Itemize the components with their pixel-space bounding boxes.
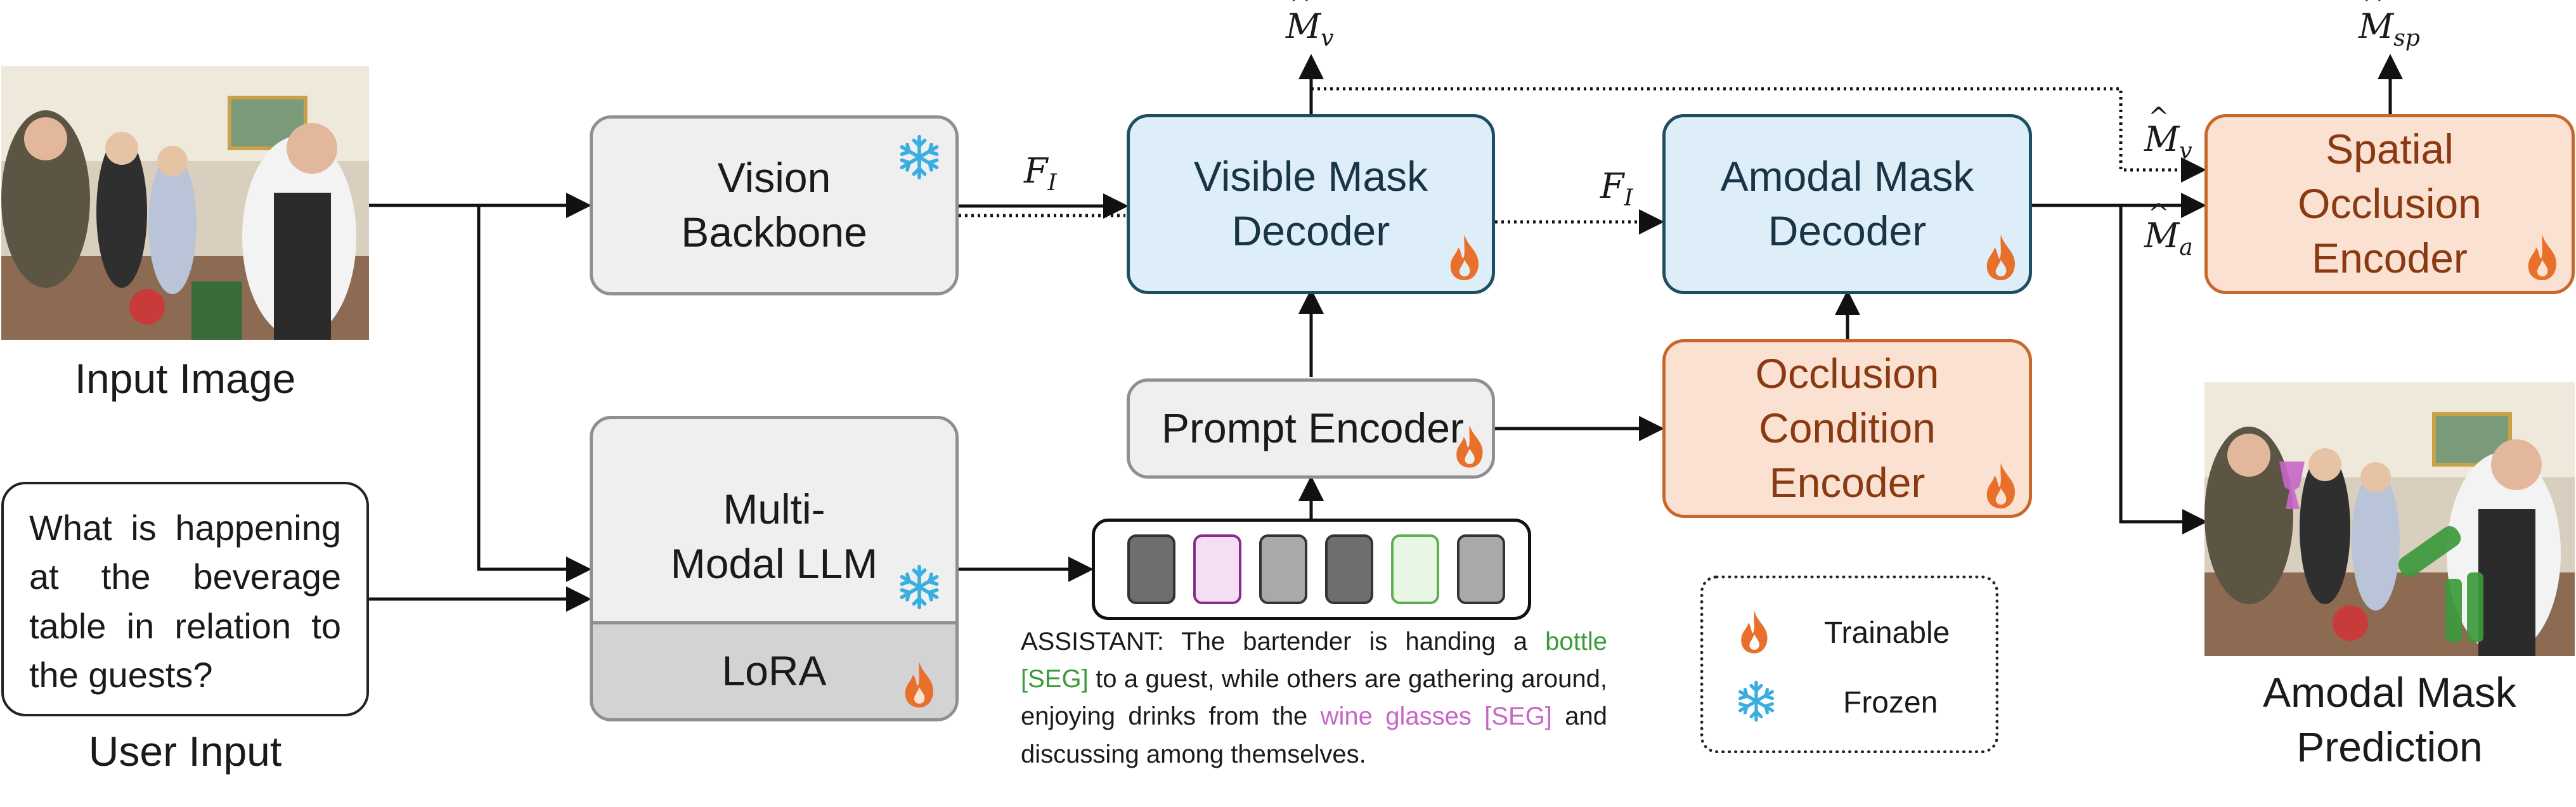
multimodal-llm-label: Multi-Modal LLM: [670, 486, 878, 587]
assistant-middle: to a guest, while others are gathering a…: [1021, 665, 1607, 731]
token-square: [1259, 534, 1307, 604]
user-question-box: What is happening at the beverage table …: [1, 482, 369, 716]
amodal-mask-decoder-label: Amodal Mask Decoder: [1720, 153, 1974, 254]
amodal-prediction-label: Amodal Mask Prediction: [2263, 669, 2516, 770]
input-image-label: Input Image: [74, 355, 296, 402]
label-msp-top: ^Msp: [2359, 0, 2420, 51]
assistant-seg-token-1: [SEG]: [1021, 665, 1089, 694]
flame-icon: [1986, 463, 2015, 508]
amodal-prediction-image: [2204, 382, 2575, 656]
assistant-object-bottle: bottle: [1545, 628, 1607, 655]
flame-icon: [1450, 235, 1479, 280]
prompt-encoder-box: Prompt Encoder: [1127, 378, 1495, 479]
occlusion-condition-encoder-label: Occlusion Condition Encoder: [1755, 350, 1939, 506]
assistant-object-wine-glasses: wine glasses: [1320, 702, 1472, 731]
vision-backbone-label: Vision Backbone: [681, 154, 867, 255]
assistant-seg-token-2: [SEG]: [1484, 702, 1552, 731]
snowflake-icon: [900, 134, 939, 180]
bottle-mask: [2445, 579, 2462, 642]
snowflake-icon: [900, 564, 939, 610]
token-square: [1127, 534, 1175, 604]
input-image: [1, 66, 369, 340]
flame-icon: [1456, 425, 1483, 468]
legend-trainable-label: Trainable: [1824, 616, 1950, 650]
token-square: [1391, 534, 1439, 604]
lora-box: LoRA: [593, 621, 955, 718]
visible-mask-decoder-box: Visible Mask Decoder: [1127, 114, 1495, 294]
snowflake-icon: [1738, 680, 1774, 722]
spatial-occlusion-encoder-box: Spatial Occlusion Encoder: [2204, 114, 2575, 294]
bottle-mask: [2398, 526, 2461, 577]
legend-frozen-label: Frozen: [1843, 686, 1938, 720]
amodal-mask-decoder-box: Amodal Mask Decoder: [1662, 114, 2032, 294]
wine-glass-mask: [2279, 462, 2305, 509]
label-mv-spatial: ^Mv: [2144, 103, 2192, 164]
vision-backbone-box: Vision Backbone: [590, 115, 959, 295]
token-square: [1457, 534, 1505, 604]
lora-label: LoRA: [722, 647, 827, 695]
flame-icon: [1986, 235, 2015, 280]
assistant-suffix: and discussing among themselves.: [1021, 702, 1607, 768]
arrow-image-to-llm: [477, 205, 592, 582]
label-fi-backbone: FI: [1024, 151, 1057, 196]
flame-icon: [905, 662, 933, 707]
legend-box: Trainable Frozen: [1700, 576, 1998, 753]
multimodal-llm-box: Multi-Modal LLM LoRA: [590, 416, 959, 721]
assistant-prefix: ASSISTANT: The bartender is handing a: [1021, 628, 1546, 655]
label-fi-visible: FI: [1600, 166, 1633, 211]
flame-icon: [2528, 235, 2556, 280]
prompt-encoder-label: Prompt Encoder: [1162, 404, 1464, 452]
spatial-occlusion-encoder-label: Spatial Occlusion Encoder: [2298, 126, 2482, 281]
assistant-response: ASSISTANT: The bartender is handing a bo…: [1021, 623, 1607, 773]
occlusion-condition-encoder-box: Occlusion Condition Encoder: [1662, 339, 2032, 518]
flame-icon: [1741, 610, 1768, 654]
label-ma-spatial: ^Ma: [2144, 199, 2193, 261]
user-input-label: User Input: [88, 728, 282, 775]
token-square: [1325, 534, 1373, 604]
visible-mask-decoder-label: Visible Mask Decoder: [1193, 153, 1428, 254]
bottle-mask: [2467, 572, 2483, 642]
label-mv-top: ^Mv: [1286, 0, 1334, 51]
token-square: [1193, 534, 1241, 604]
